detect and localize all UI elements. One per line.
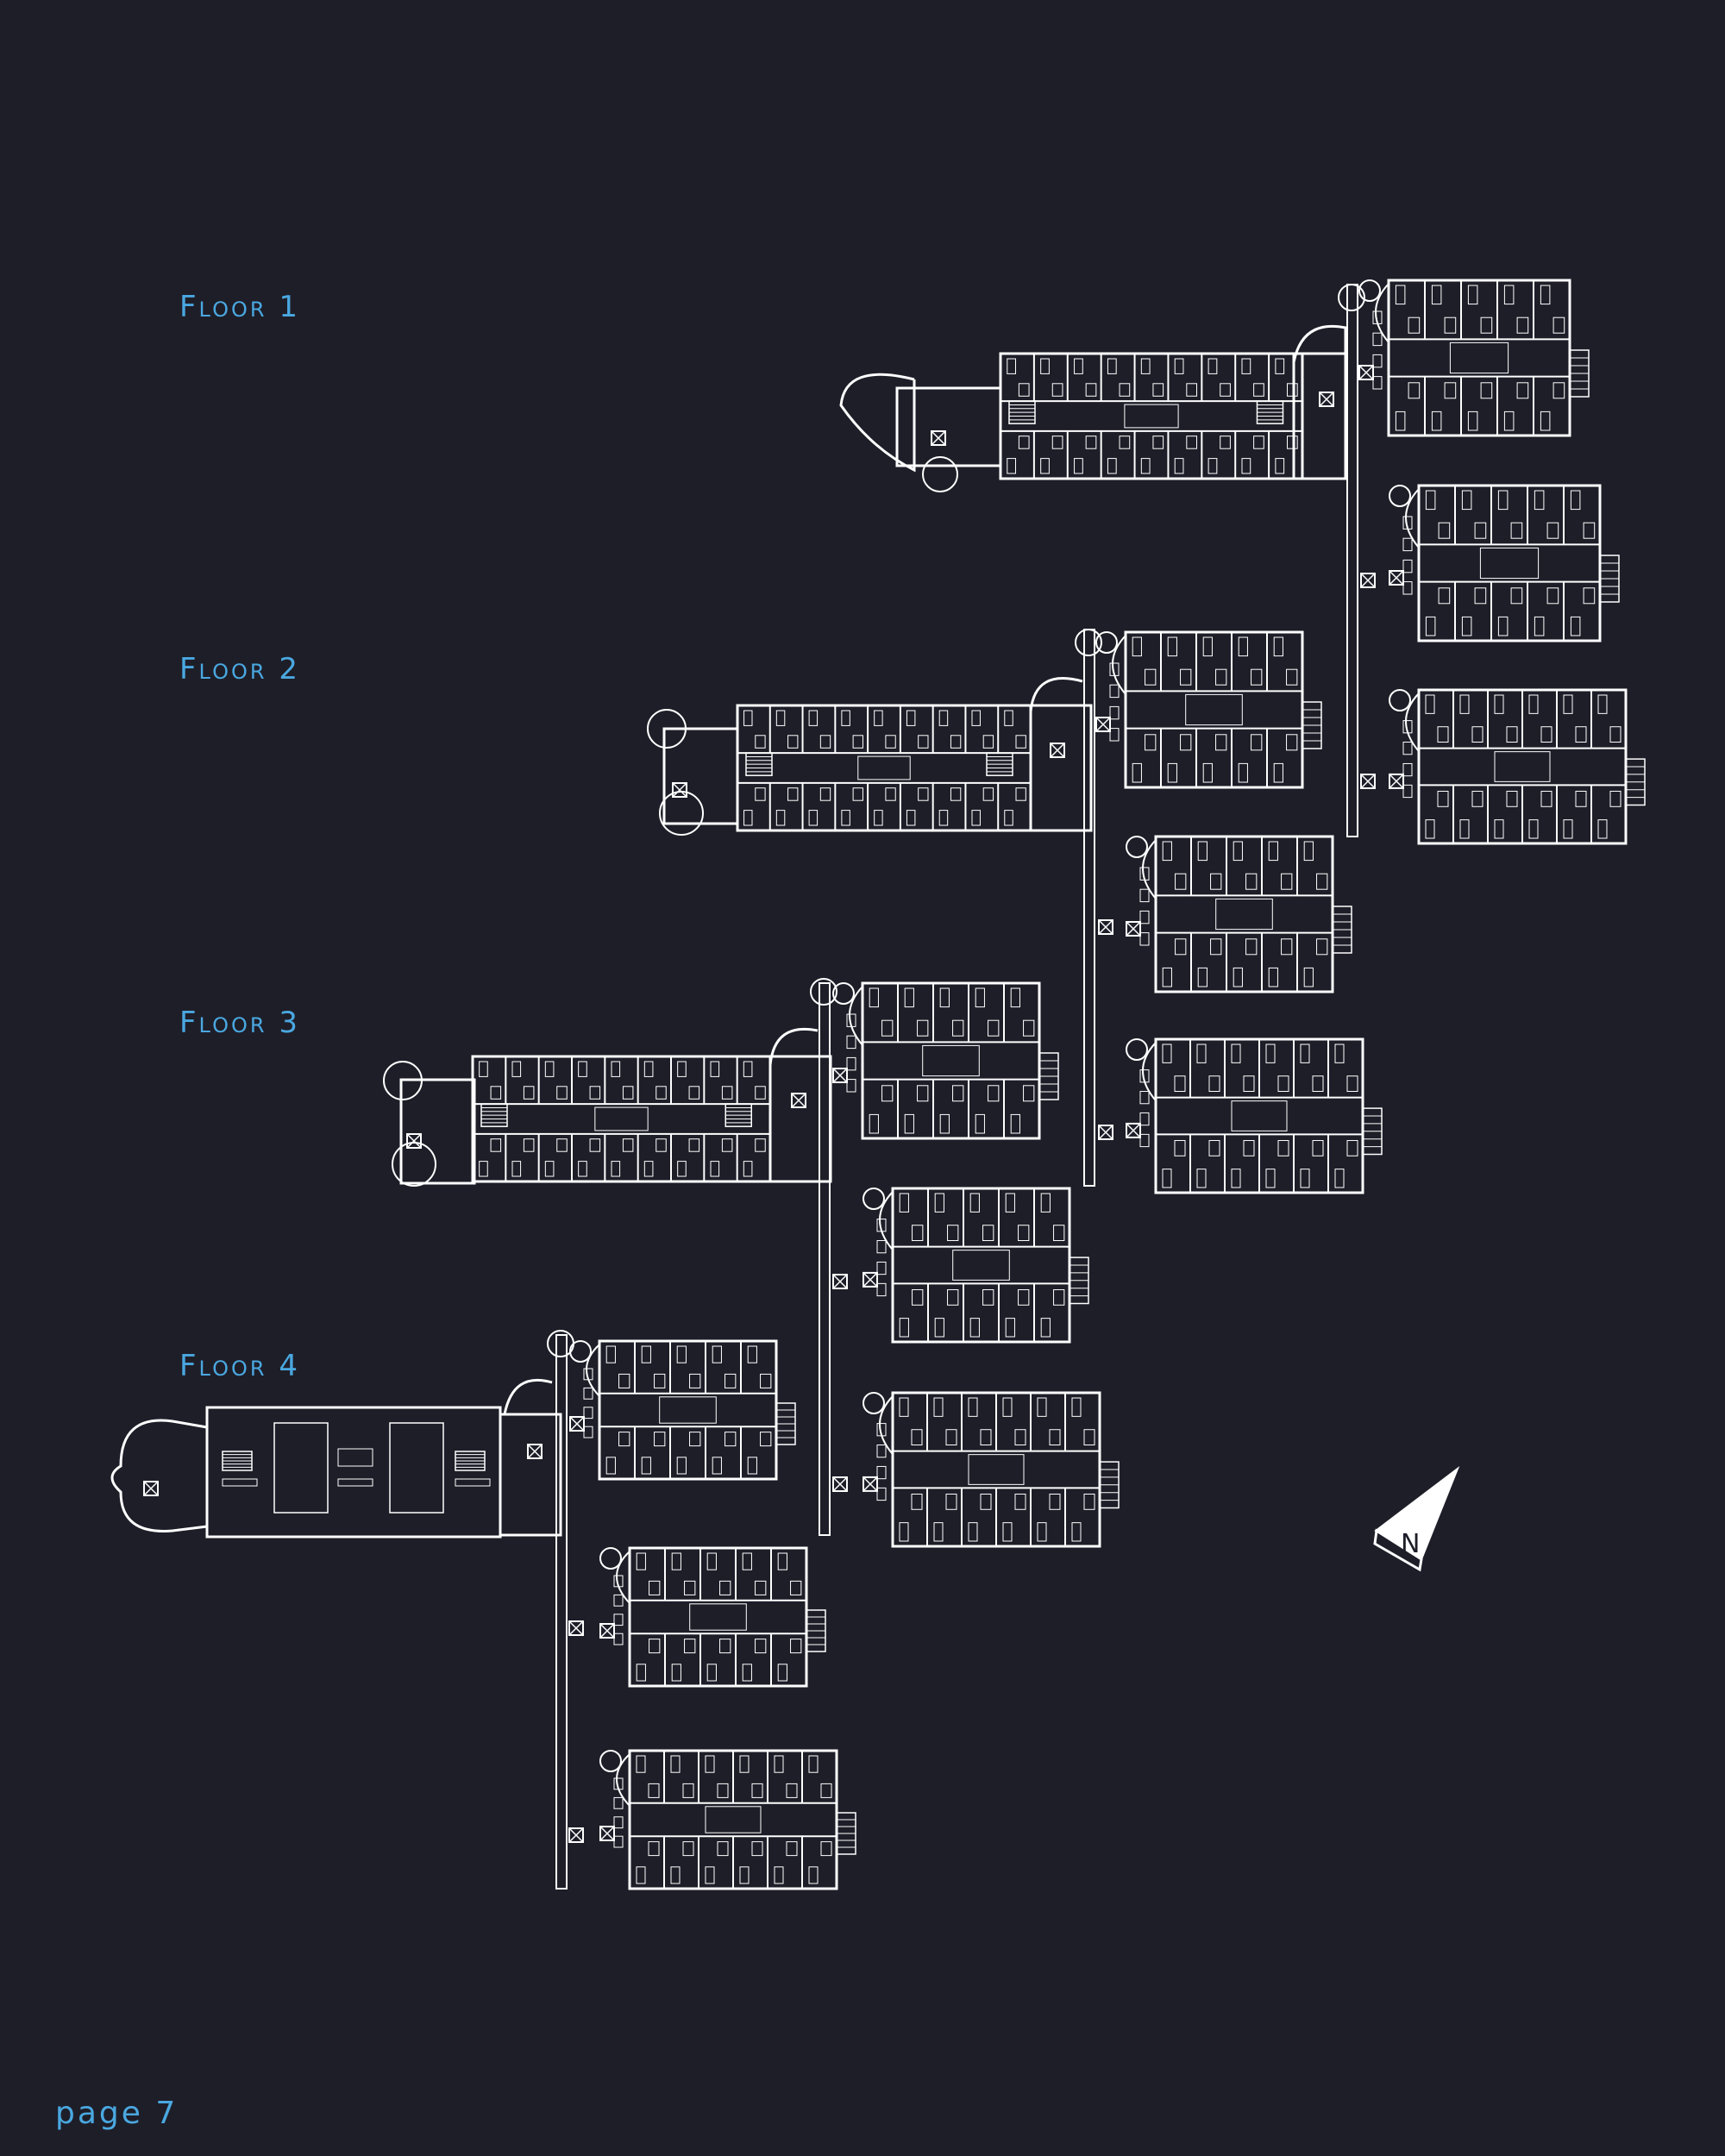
north-label: N <box>1401 1529 1420 1559</box>
floor-2-plan <box>647 629 1383 1194</box>
floor-3-plan <box>383 978 1120 1548</box>
floor-4-plan <box>110 1330 856 1890</box>
floor-2-label: Floor 2 <box>179 652 300 686</box>
floor-1-plan <box>839 279 1646 845</box>
floor-4-label: Floor 4 <box>179 1349 300 1383</box>
floor-1-label: Floor 1 <box>179 290 300 324</box>
page-number: page 7 <box>55 2096 179 2131</box>
north-arrow-icon: N <box>1373 1466 1460 1572</box>
floor-3-label: Floor 3 <box>179 1006 300 1040</box>
